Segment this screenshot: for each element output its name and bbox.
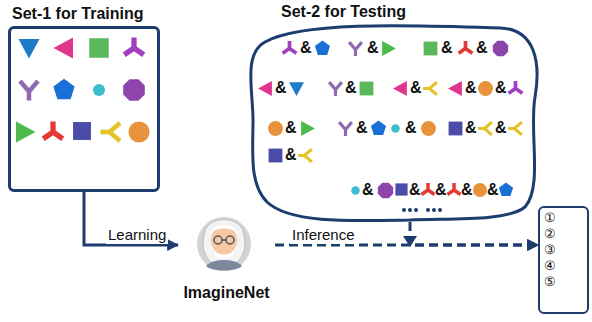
- testing-set-blob: Set-2 for Testing: [245, 2, 545, 222]
- ampersand: &: [476, 38, 488, 58]
- training-set-box: Set-1 for Training: [8, 4, 160, 192]
- ampersand: &: [495, 118, 507, 138]
- edge-label: Inference: [290, 226, 357, 244]
- node-title: Set-1 for Training: [12, 4, 144, 24]
- item-number: ①: [544, 210, 587, 226]
- model-node: ImagineNet: [178, 212, 275, 312]
- ampersand: &: [495, 78, 507, 98]
- ampersand: &: [441, 38, 453, 58]
- ampersand: &: [300, 38, 312, 58]
- ampersand: &: [275, 78, 287, 98]
- testing-shapes: [258, 41, 522, 199]
- ampersand: &: [409, 180, 421, 200]
- ampersand: &: [285, 118, 297, 138]
- node-title: Set-2 for Testing: [281, 2, 406, 22]
- blob-path: [251, 26, 537, 221]
- ampersand: &: [367, 38, 379, 58]
- inference-arrow: [410, 222, 538, 245]
- ampersand: &: [465, 78, 477, 98]
- blob-outline: [245, 2, 545, 222]
- ampersand: &: [487, 180, 499, 200]
- result-list: ①②③④⑤: [538, 206, 589, 314]
- training-shapes: [16, 38, 150, 143]
- ampersand: &: [410, 78, 422, 98]
- node-title: ImagineNet: [178, 283, 275, 303]
- ampersand: &: [465, 118, 477, 138]
- ampersand: &: [362, 180, 374, 200]
- item-number: ⑤: [544, 274, 587, 290]
- learning-arrow: [84, 192, 178, 245]
- ampersand: &: [285, 145, 297, 165]
- edge-label: Learning: [106, 226, 168, 244]
- face-icon: [197, 217, 251, 271]
- ellipsis-dots: [402, 208, 442, 212]
- ampersand: &: [435, 180, 447, 200]
- item-number: ②: [544, 226, 587, 242]
- ampersand: &: [405, 118, 417, 138]
- item-number: ④: [544, 258, 587, 274]
- ampersand: &: [356, 118, 368, 138]
- ampersand: &: [461, 180, 473, 200]
- item-number: ③: [544, 242, 587, 258]
- box-frame: [8, 26, 160, 192]
- ampersand: &: [345, 78, 357, 98]
